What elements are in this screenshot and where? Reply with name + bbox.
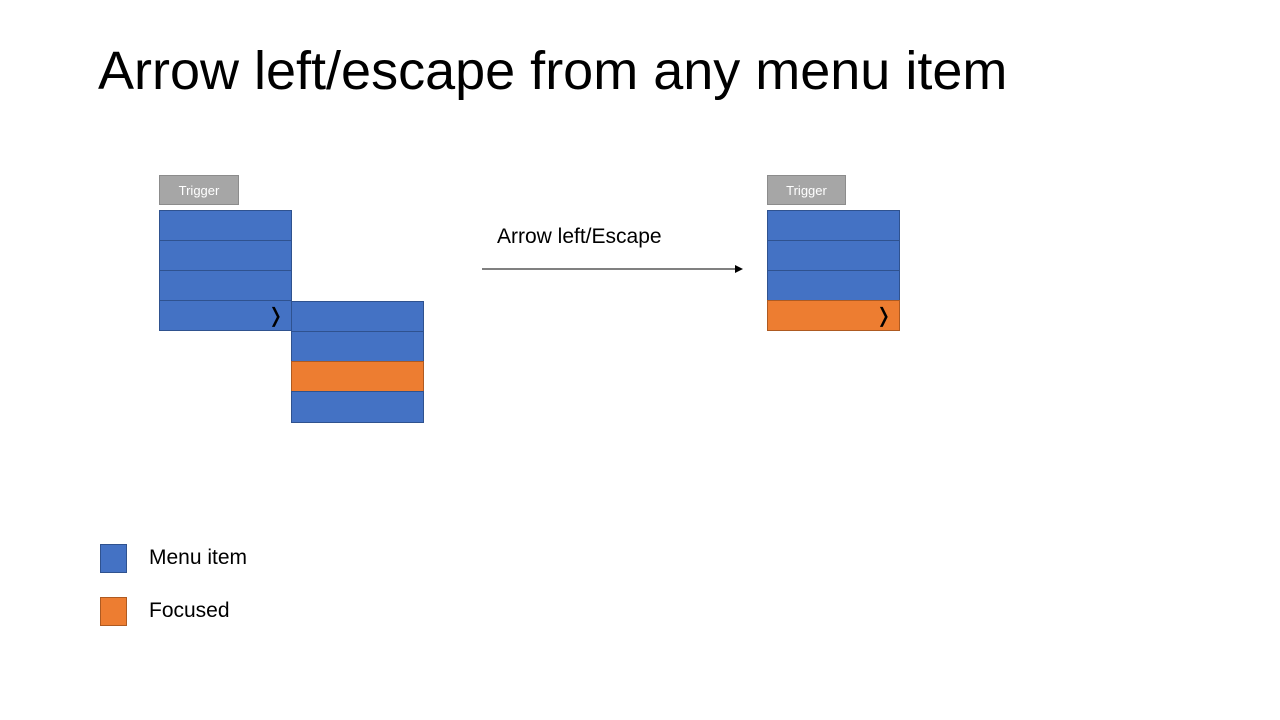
submenu-chevron-icon: ❭	[267, 305, 284, 327]
before-trigger-button[interactable]: Trigger	[159, 175, 239, 205]
legend-label-focused: Focused	[149, 599, 230, 622]
legend-label-menu-item: Menu item	[149, 546, 248, 569]
before-submenu-item-4[interactable]	[291, 391, 424, 423]
before-main-menu-item-3[interactable]	[159, 270, 292, 301]
after-main-menu-item-2[interactable]	[767, 240, 900, 271]
page-title: Arrow left/escape from any menu item	[98, 41, 1008, 101]
transition-label: Arrow left/Escape	[497, 225, 662, 248]
before-submenu-item-1[interactable]	[291, 301, 424, 332]
before-main-menu-item-2[interactable]	[159, 240, 292, 271]
before-submenu-item-3[interactable]	[291, 361, 424, 392]
legend-swatch-focused	[100, 597, 127, 626]
before-main-menu-item-1[interactable]	[159, 210, 292, 241]
after-main-menu-item-3[interactable]	[767, 270, 900, 301]
submenu-chevron-icon: ❭	[875, 305, 892, 327]
legend-swatch-menu-item	[100, 544, 127, 573]
transition-arrow-icon	[482, 265, 743, 273]
trigger-label: Trigger	[178, 182, 220, 198]
trigger-label: Trigger	[786, 182, 827, 198]
after-main-menu-item-4[interactable]: ❭	[767, 300, 900, 331]
after-trigger-button[interactable]: Trigger	[767, 175, 846, 205]
after-main-menu-item-1[interactable]	[767, 210, 900, 241]
before-main-menu-item-4[interactable]: ❭	[159, 300, 292, 331]
before-submenu-item-2[interactable]	[291, 331, 424, 362]
